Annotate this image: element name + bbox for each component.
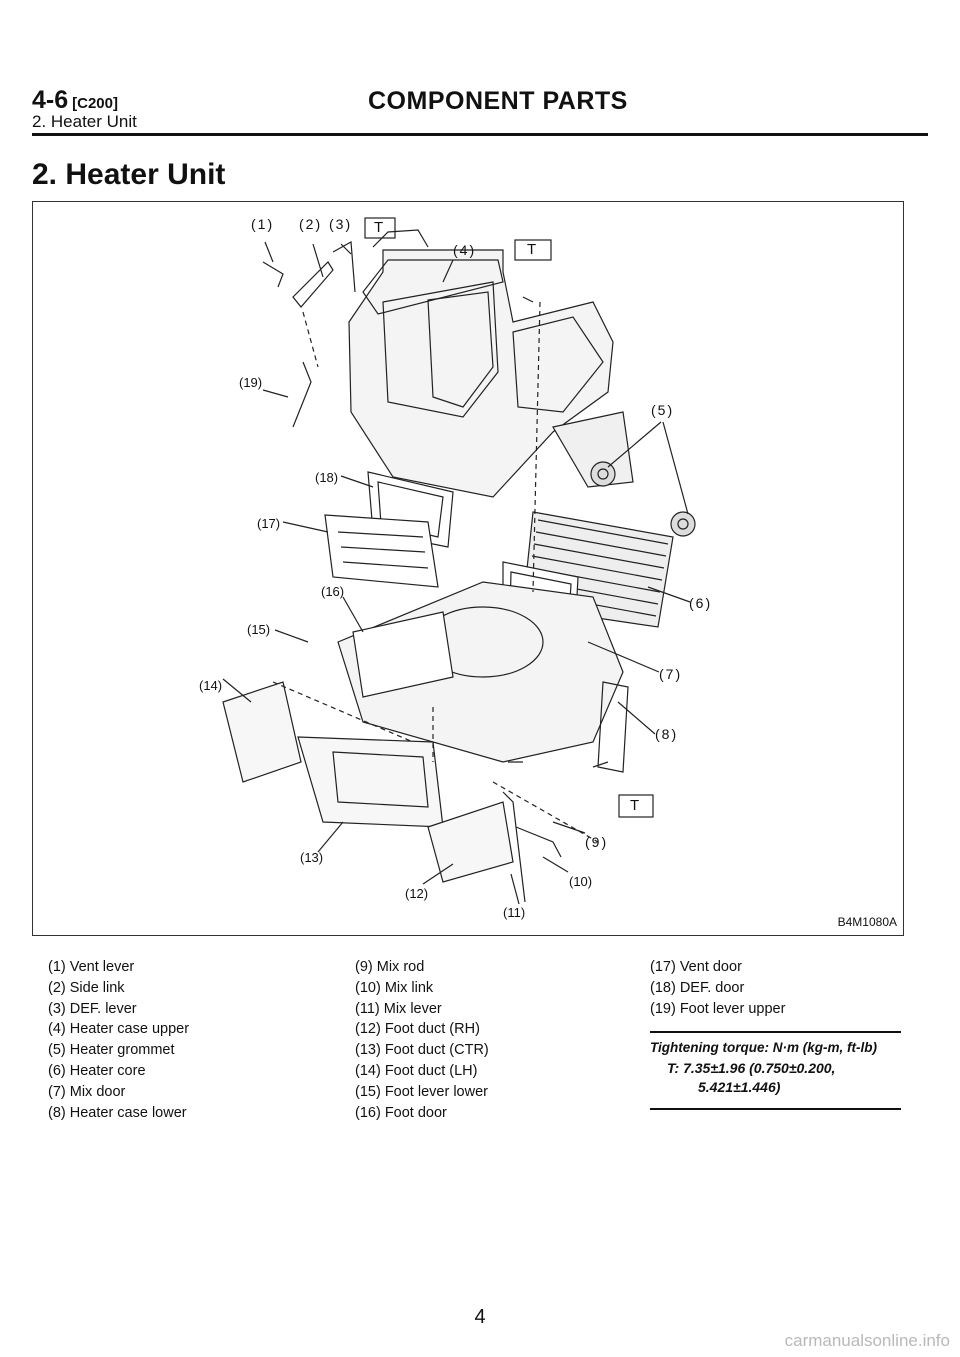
legend-item: (11) Mix lever bbox=[355, 1000, 442, 1017]
callout-7: (7) bbox=[659, 666, 683, 682]
legend-item: (15) Foot lever lower bbox=[355, 1083, 488, 1100]
callout-4: (4) bbox=[453, 242, 477, 258]
legend-item: (19) Foot lever upper bbox=[650, 1000, 786, 1017]
callout-14: (14) bbox=[199, 678, 223, 693]
figure-id: B4M1080A bbox=[837, 915, 897, 929]
legend-item: (7) Mix door bbox=[48, 1083, 126, 1100]
callout-1: (1) bbox=[251, 216, 275, 232]
callout-13: (13) bbox=[300, 850, 324, 865]
legend-item: (2) Side link bbox=[48, 979, 125, 996]
header-subtitle: 2. Heater Unit bbox=[32, 112, 137, 131]
page-number: 4 bbox=[474, 1306, 486, 1328]
legend-item: (17) Vent door bbox=[650, 959, 742, 975]
watermark: carmanualsonline.info bbox=[784, 1331, 950, 1350]
torque-marker: T bbox=[527, 241, 537, 258]
torque-value-line2: 5.421±1.446) bbox=[698, 1079, 781, 1095]
legend-item: (10) Mix link bbox=[355, 979, 434, 996]
torque-spec-box: Tightening torque: N·m (kg-m, ft-lb) T: … bbox=[650, 1031, 901, 1110]
legend-item: (9) Mix rod bbox=[355, 959, 425, 975]
legend-item: (18) DEF. door bbox=[650, 979, 745, 996]
callout-12: (12) bbox=[405, 886, 429, 901]
callout-8: (8) bbox=[655, 726, 679, 742]
section-id: 4-6[C200] bbox=[32, 86, 118, 115]
torque-value: T: 7.35±1.96 (0.750±0.200, 5.421±1.446) bbox=[667, 1059, 901, 1097]
callout-16: (16) bbox=[321, 584, 345, 599]
callout-19: (19) bbox=[239, 375, 263, 390]
legend-item: (1) Vent lever bbox=[48, 959, 135, 975]
callout-3: (3) bbox=[329, 216, 353, 232]
legend-item: (12) Foot duct (RH) bbox=[355, 1021, 480, 1038]
legend-item: (13) Foot duct (CTR) bbox=[355, 1042, 489, 1059]
torque-marker: T bbox=[630, 797, 640, 814]
legend-item: (14) Foot duct (LH) bbox=[355, 1062, 478, 1079]
legend-item: (3) DEF. lever bbox=[48, 1000, 137, 1017]
legend-item: (8) Heater case lower bbox=[48, 1104, 187, 1121]
exploded-diagram: (1) (2) (3) (4) (5) (6) (7) (8) (9) (10)… bbox=[32, 201, 904, 936]
callout-11: (11) bbox=[503, 905, 526, 920]
legend-column-3: (17) Vent door (18) DEF. door (19) Foot … bbox=[650, 957, 785, 1019]
callout-18: (18) bbox=[315, 470, 339, 485]
legend-item: (4) Heater case upper bbox=[48, 1021, 190, 1038]
legend-column-1: (1) Vent lever (2) Side link (3) DEF. le… bbox=[48, 957, 189, 1123]
heater-unit-drawing bbox=[222, 217, 696, 905]
legend-column-2: (9) Mix rod (10) Mix link (11) Mix lever… bbox=[355, 957, 489, 1123]
callout-15: (15) bbox=[247, 622, 271, 637]
page-title: 2. Heater Unit bbox=[32, 158, 226, 191]
callout-17: (17) bbox=[257, 516, 281, 531]
torque-marker: T bbox=[374, 219, 384, 236]
legend-item: (5) Heater grommet bbox=[48, 1042, 175, 1059]
header-rule bbox=[32, 133, 928, 136]
torque-title: Tightening torque: N·m (kg-m, ft-lb) bbox=[650, 1040, 877, 1055]
callout-2: (2) bbox=[299, 216, 323, 232]
callout-9: (9) bbox=[585, 834, 609, 850]
section-number: 4-6 bbox=[32, 86, 69, 114]
callout-6: (6) bbox=[689, 595, 713, 611]
callout-5: (5) bbox=[651, 402, 675, 418]
legend-item: (16) Foot door bbox=[355, 1104, 447, 1121]
callout-10: (10) bbox=[569, 874, 593, 889]
header-title: COMPONENT PARTS bbox=[368, 87, 628, 115]
torque-value-line1: T: 7.35±1.96 (0.750±0.200, bbox=[667, 1060, 836, 1076]
section-code: [C200] bbox=[72, 95, 118, 112]
legend-item: (6) Heater core bbox=[48, 1062, 146, 1079]
